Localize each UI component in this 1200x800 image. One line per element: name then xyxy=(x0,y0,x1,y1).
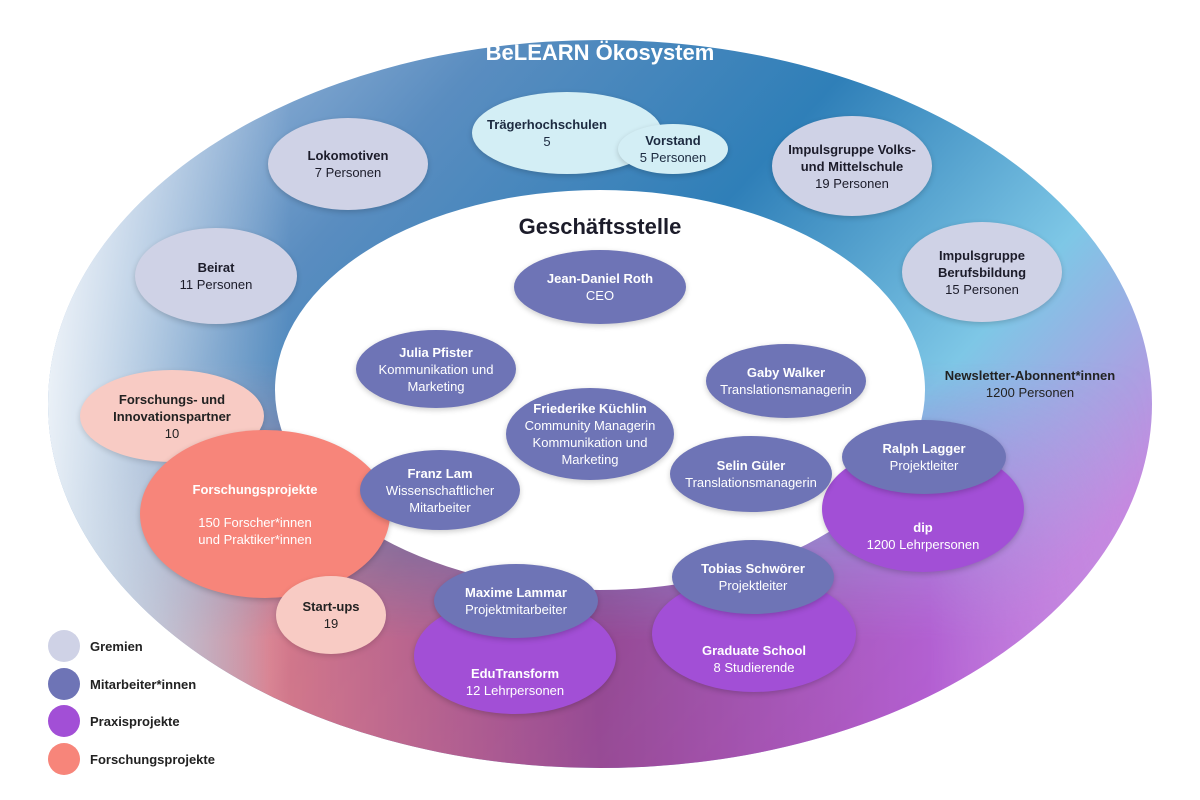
legend-label: Forschungsprojekte xyxy=(90,751,215,767)
node-start-ups: Start-ups 19 xyxy=(276,576,386,654)
node-value: 10 xyxy=(164,425,180,441)
node-role: Projektmitarbeiter xyxy=(465,602,567,617)
node-name: Ralph Lagger xyxy=(882,441,966,456)
node-role: Community Managerin xyxy=(524,418,656,433)
node-forschungsprojekte: Forschungsprojekte 150 Forscher*innen un… xyxy=(140,430,390,598)
node-value: 15 Personen xyxy=(945,281,1019,297)
node-name: Selin Güler xyxy=(716,458,786,473)
node-name: Forschungsprojekte xyxy=(192,481,318,497)
node-name: Vorstand xyxy=(645,133,701,148)
node-name: Newsletter-Abonnent*innen xyxy=(944,368,1116,383)
node-friederike-kuechlin: Friederike Küchlin Community Managerin K… xyxy=(506,388,674,480)
node-name: Julia Pfister xyxy=(399,344,473,360)
node-role: Translationsmanagerin xyxy=(685,475,817,490)
node-jean-daniel-roth: Jean-Daniel Roth CEO xyxy=(514,250,686,324)
node-value-2: und Praktiker*innen xyxy=(198,531,312,547)
node-gaby-walker: Gaby Walker Translationsmanagerin xyxy=(706,344,866,418)
legend-label: Mitarbeiter*innen xyxy=(90,676,197,692)
node-value: 7 Personen xyxy=(314,165,382,180)
node-name-2: und Mittelschule xyxy=(800,158,904,174)
node-role-3: Marketing xyxy=(561,452,619,467)
node-newsletter: Newsletter-Abonnent*innen 1200 Personen xyxy=(930,362,1130,406)
node-name: Graduate School xyxy=(701,643,807,658)
node-franz-lam: Franz Lam Wissenschaftlicher Mitarbeiter xyxy=(360,450,520,530)
node-value: 5 xyxy=(543,134,551,149)
legend-item-mitarbeiter: Mitarbeiter*innen xyxy=(48,668,196,700)
node-name: Tobias Schwörer xyxy=(701,561,805,576)
legend-label: Gremien xyxy=(90,638,143,654)
node-role: Translationsmanagerin xyxy=(720,382,852,397)
node-name: Franz Lam xyxy=(407,465,473,481)
node-value: 1200 Lehrpersonen xyxy=(866,537,980,552)
node-name: Gaby Walker xyxy=(746,365,826,380)
node-julia-pfister: Julia Pfister Kommunikation und Marketin… xyxy=(356,330,516,408)
node-role: Kommunikation und xyxy=(378,361,494,377)
node-role-2: Kommunikation und xyxy=(532,435,648,450)
node-role: CEO xyxy=(585,288,615,303)
node-name: Friederike Küchlin xyxy=(533,401,647,416)
node-name: Trägerhochschulen xyxy=(487,117,607,132)
node-value: 150 Forscher*innen xyxy=(198,514,312,530)
node-name: Beirat xyxy=(197,260,235,275)
node-value: 12 Lehrpersonen xyxy=(465,683,565,698)
node-vorstand: Vorstand 5 Personen xyxy=(618,124,728,174)
node-name: Maxime Lammar xyxy=(465,585,567,600)
node-name: Lokomotiven xyxy=(307,148,389,163)
node-value: 19 Personen xyxy=(815,175,889,191)
node-ralph-lagger: Ralph Lagger Projektleiter xyxy=(842,420,1006,494)
legend-item-forschungsprojekte: Forschungsprojekte xyxy=(48,743,215,775)
legend-swatch xyxy=(48,630,80,662)
node-name: Impulsgruppe Volks- xyxy=(788,141,916,157)
node-name: Impulsgruppe xyxy=(939,247,1025,263)
node-name-2: Innovationspartner xyxy=(113,408,231,424)
node-value: 5 Personen xyxy=(639,150,707,165)
node-tobias-schwoerer: Tobias Schwörer Projektleiter xyxy=(672,540,834,614)
inner-circle-title: Geschäftsstelle xyxy=(518,214,682,239)
node-name: Start-ups xyxy=(302,599,360,614)
node-name: Jean-Daniel Roth xyxy=(546,271,654,286)
legend-swatch xyxy=(48,743,80,775)
node-name-2: Berufsbildung xyxy=(937,264,1027,280)
node-value: 19 xyxy=(323,616,339,631)
legend-swatch xyxy=(48,668,80,700)
node-role-2: Marketing xyxy=(407,378,465,394)
node-name: Forschungs- und xyxy=(118,391,226,407)
node-impulsgruppe-volksschule: Impulsgruppe Volks- und Mittelschule 19 … xyxy=(772,116,932,216)
legend-label: Praxisprojekte xyxy=(90,713,180,729)
node-lokomotiven: Lokomotiven 7 Personen xyxy=(268,118,428,210)
node-value: 1200 Personen xyxy=(985,385,1075,400)
node-name: EduTransform xyxy=(470,666,560,681)
legend-item-gremien: Gremien xyxy=(48,630,143,662)
diagram-title: BeLEARN Ökosystem xyxy=(485,40,715,65)
node-impulsgruppe-berufsbildung: Impulsgruppe Berufsbildung 15 Personen xyxy=(902,222,1062,322)
node-maxime-lammar: Maxime Lammar Projektmitarbeiter xyxy=(434,564,598,638)
node-beirat: Beirat 11 Personen xyxy=(135,228,297,324)
node-role: Projektleiter xyxy=(889,458,959,473)
node-role: Projektleiter xyxy=(718,578,788,593)
legend-swatch xyxy=(48,705,80,737)
node-value: 8 Studierende xyxy=(713,660,795,675)
node-name: dip xyxy=(913,520,933,535)
node-role-2: Mitarbeiter xyxy=(409,499,471,515)
legend-item-praxisprojekte: Praxisprojekte xyxy=(48,705,180,737)
node-value: 11 Personen xyxy=(179,277,253,292)
node-role: Wissenschaftlicher xyxy=(385,482,495,498)
node-selin-gueler: Selin Güler Translationsmanagerin xyxy=(670,436,832,512)
